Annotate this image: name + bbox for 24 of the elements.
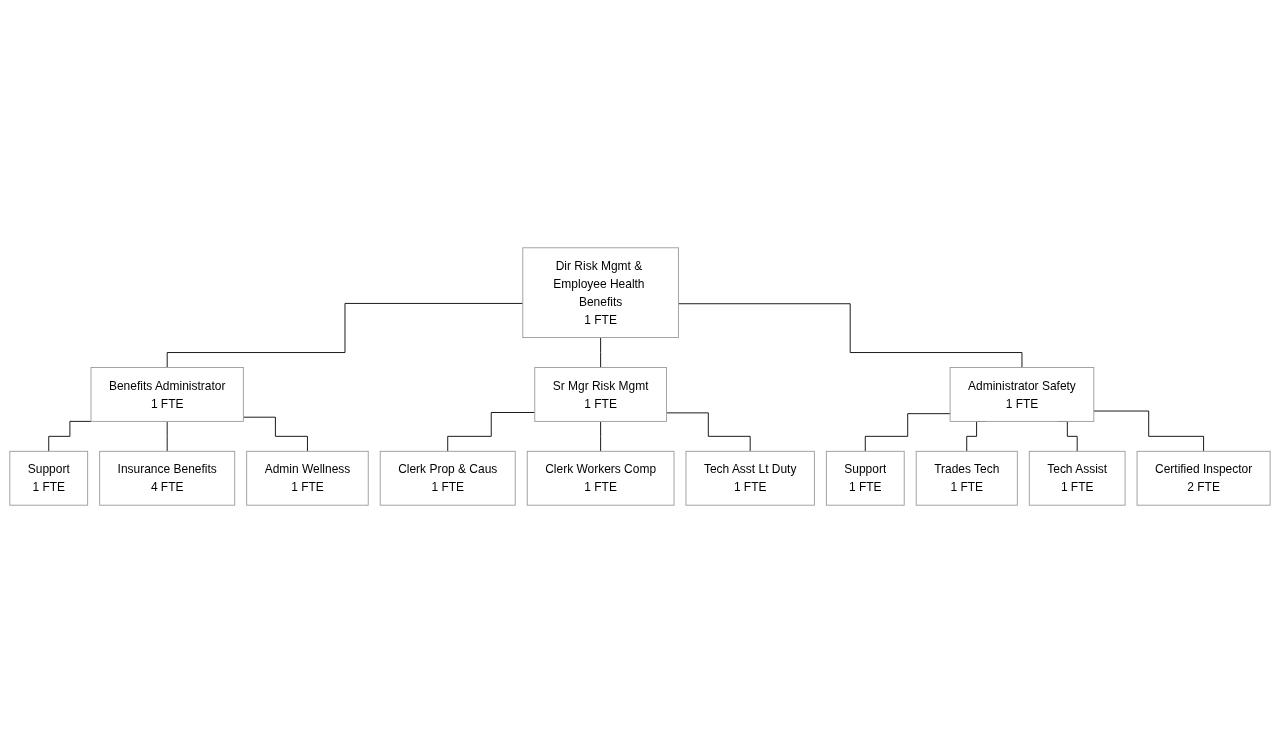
node-box: Support 1 FTE xyxy=(8,450,88,506)
node-box: Tech Assist 1 FTE xyxy=(1028,450,1126,506)
connector xyxy=(242,416,308,452)
node-box: Tech Asst Lt Duty 1 FTE xyxy=(685,450,815,506)
node-box: Trades Tech 1 FTE xyxy=(915,450,1018,506)
connector xyxy=(166,302,523,368)
node-box: Support 1 FTE xyxy=(825,450,905,506)
node-box: Admin Wellness 1 FTE xyxy=(245,450,369,506)
node-box: Certified Inspector 2 FTE xyxy=(1136,450,1271,506)
node-box: Clerk Workers Comp 1 FTE xyxy=(526,450,674,506)
node-box: Sr Mgr Risk Mgmt 1 FTE xyxy=(533,366,667,422)
connector xyxy=(599,420,601,452)
connector xyxy=(47,420,91,452)
connector xyxy=(599,336,601,368)
connector xyxy=(446,411,535,452)
connector xyxy=(1092,410,1204,452)
node-box: Insurance Benefits 4 FTE xyxy=(98,450,235,506)
node-box: Clerk Prop & Caus 1 FTE xyxy=(379,450,516,506)
node-box: Dir Risk Mgmt & Employee Health Benefits 1 FTE xyxy=(521,246,679,338)
connector xyxy=(677,302,1022,368)
connector xyxy=(864,412,951,452)
node-box: Benefits Administrator 1 FTE xyxy=(90,366,244,422)
node-box: Administrator Safety 1 FTE xyxy=(949,366,1094,422)
connector xyxy=(665,411,751,452)
